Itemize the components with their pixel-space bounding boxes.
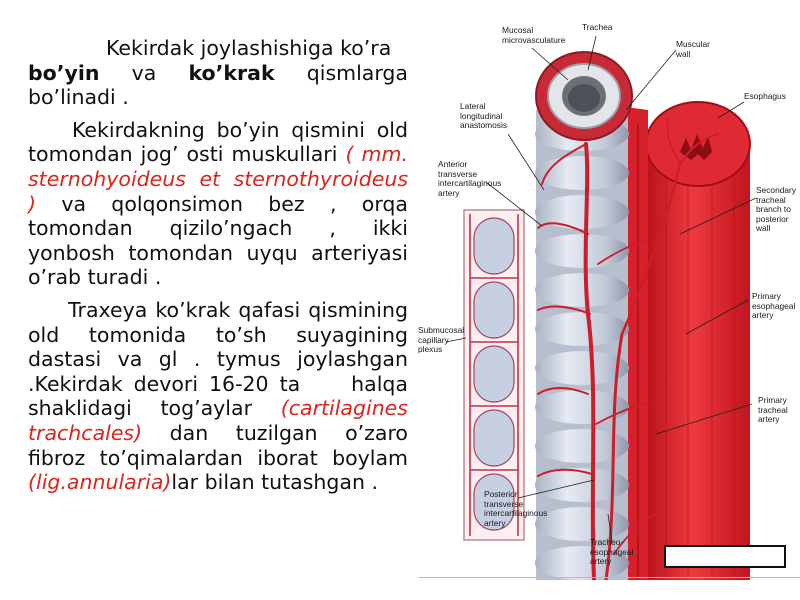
p1-text-e: qismlarga bo’linadi . <box>28 60 408 110</box>
p3-text-a: Traxeya ko’krak qafasi qismining old tom… <box>28 297 408 396</box>
p1-text-c: va <box>131 60 157 85</box>
latin-muscles: ( mm. sternohyoideus et sternothyroideus… <box>28 142 408 216</box>
label-submucosal-plexus: Submucosal capillary plexus <box>418 325 465 355</box>
p3-text-f: lar bilan tutashgan . <box>171 470 378 495</box>
text-column: Kekirdak joylashishiga ko’ra bo’yin va k… <box>28 36 408 503</box>
empty-caption-box <box>664 545 786 568</box>
latin-cartilagines: (cartilagines trachcales) <box>28 396 408 445</box>
p1-text-a: Kekirdak joylashishiga ko’ra <box>106 36 392 60</box>
p3-text-b: halqa shaklidagi tog’aylar <box>28 371 408 421</box>
term-boyin: bo’yin <box>28 60 100 85</box>
term-kokrak: ko’krak <box>188 60 275 85</box>
label-anterior-artery: Anterior transverse intercartilaginous a… <box>438 159 502 198</box>
label-muscular-wall: Muscular wall <box>676 39 710 59</box>
p2-text-a: Kekirdakning bo’yin qismini old tomondan… <box>28 117 408 167</box>
paragraph-2: Kekirdakning bo’yin qismini old tomondan… <box>28 118 408 290</box>
paragraph-3: Traxeya ko’krak qafasi qismining old tom… <box>28 298 408 495</box>
label-primary-esophageal-artery: Primary esophageal artery <box>752 291 796 321</box>
label-posterior-artery: Posterior transverse intercartilaginous … <box>484 489 548 528</box>
label-tracheo-esophageal-artery: Tracheo- esophageal artery <box>590 537 634 567</box>
trachea-blood-supply-figure: Mucosal microvasculature Trachea Muscula… <box>418 14 800 580</box>
anatomy-illustration <box>445 35 757 580</box>
figure-bottom-rule <box>418 577 800 578</box>
label-secondary-branch: Secondary tracheal branch to posterior w… <box>756 185 797 234</box>
latin-lig-annularia: (lig.annularia) <box>28 470 172 495</box>
label-mucosal-microvasculature: Mucosal microvasculature <box>502 25 566 45</box>
label-esophagus: Esophagus <box>744 91 786 101</box>
label-primary-tracheal-artery: Primary tracheal artery <box>758 395 788 425</box>
label-trachea: Trachea <box>582 22 613 32</box>
label-lateral-anastomosis: Lateral longitudinal anastomosis <box>460 101 508 131</box>
p2-text-c: va qolqonsimon bez , orqa tomondan qizil… <box>28 191 408 290</box>
p3-text-d: dan tuzilgan o’zaro fibroz to’qimalardan… <box>28 420 408 470</box>
paragraph-1: Kekirdak joylashishiga ko’ra bo’yin va k… <box>28 36 408 110</box>
